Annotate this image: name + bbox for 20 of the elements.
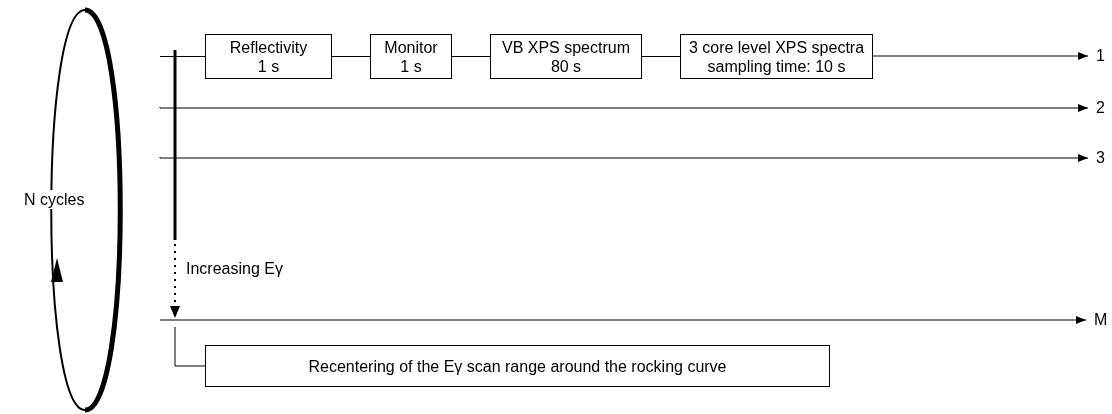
step-box: Recentering of the Eγ scan range around the rocking curve	[205, 345, 830, 387]
row-number: M	[1094, 310, 1108, 329]
arrow	[159, 154, 1089, 162]
connector-line	[174, 326, 206, 367]
axis-label: Increasing Eγ	[186, 259, 283, 278]
connector-line	[641, 56, 681, 57]
step-box: VB XPS spectrum 80 s	[490, 34, 642, 79]
connector-line	[159, 56, 206, 57]
row-number: 3	[1096, 148, 1105, 167]
step-box: Monitor 1 s	[370, 34, 452, 79]
step-box: 3 core level XPS spectra sampling time: 10 s	[680, 34, 873, 79]
connector-line	[331, 56, 371, 57]
row-number: 1	[1096, 46, 1105, 65]
row-number: 2	[1096, 98, 1105, 117]
arrow	[159, 104, 1089, 112]
step-box: Reflectivity 1 s	[205, 34, 332, 79]
connector-line	[451, 56, 491, 57]
arrow	[872, 52, 1089, 60]
arrow	[159, 316, 1087, 324]
cycle-count-label: N cycles	[24, 190, 85, 209]
